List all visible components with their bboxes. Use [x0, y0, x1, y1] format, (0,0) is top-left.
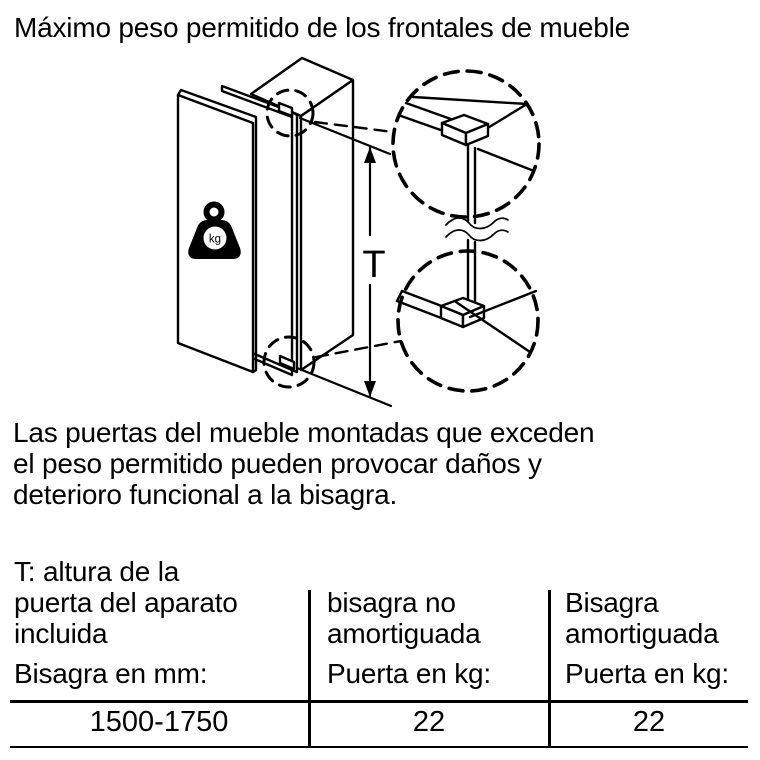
t-dimension-label: T: [362, 244, 385, 286]
top-hinge-zoom-circle: [391, 69, 541, 219]
col1-value: 1500-1750: [89, 706, 229, 738]
warning-line: el peso permitido pueden provocar daños …: [13, 448, 542, 479]
appliance-cabinet-drawing: [249, 56, 355, 372]
top-hinge-detail: [399, 95, 536, 225]
break-squiggle: [445, 217, 509, 242]
table-rule-top: [10, 700, 748, 703]
figure-container: T kg: [0, 50, 760, 412]
bottom-hinge-marker-block: [278, 354, 296, 371]
zoom-leader-lines: [313, 120, 403, 359]
warning-line: Las puertas del mueble montadas que exce…: [13, 417, 595, 448]
weight-unit-label: kg: [209, 234, 221, 246]
col2-unit-row: Puerta en kg:: [327, 658, 491, 689]
col3-unit-row: Puerta en kg:: [565, 658, 729, 689]
appliance-door-edge: [220, 84, 299, 377]
col2-value: 22: [412, 706, 446, 738]
col3-value: 22: [632, 706, 666, 738]
table-divider-2: [548, 590, 551, 748]
warning-line: deterioro funcional a la bisagra.: [13, 479, 398, 510]
warning-paragraph: Las puertas del mueble montadas que exce…: [13, 417, 595, 510]
col1-unit-row: Bisagra en mm:: [14, 658, 208, 689]
hinge-marker-circles: [262, 88, 316, 389]
bottom-hinge-detail: [395, 238, 538, 354]
max-door-weight-figure: T kg: [176, 56, 541, 408]
col2-header: bisagra no amortiguada: [327, 587, 481, 649]
height-dimension-arrow: [295, 116, 393, 408]
page-title: Máximo peso permitido de los frontales d…: [14, 12, 631, 43]
weight-kg-icon: kg: [188, 201, 241, 259]
table-rule-bottom: [10, 745, 748, 748]
table-divider-1: [308, 590, 311, 748]
top-hinge-marker-block: [277, 101, 294, 118]
col3-header: Bisagra amortiguada: [565, 587, 719, 649]
col1-header: T: altura de la puerta del aparato inclu…: [14, 556, 238, 649]
